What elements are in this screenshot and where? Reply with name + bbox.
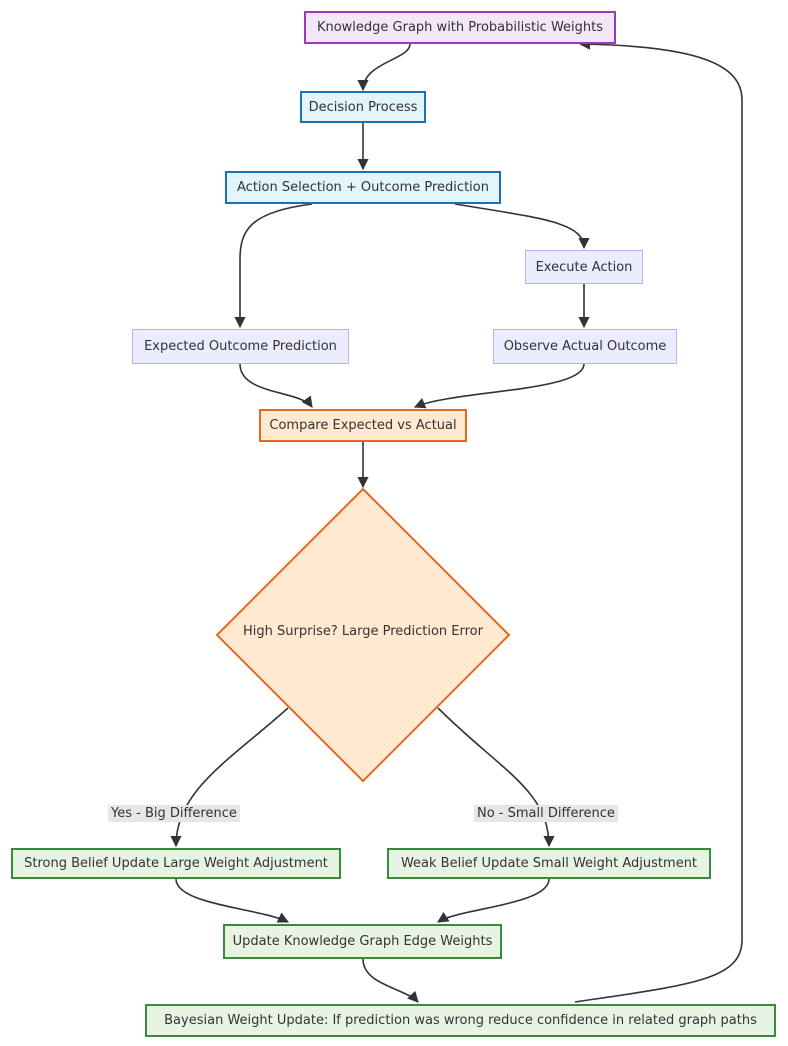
edge-bayesian-to-kg (574, 38, 743, 1003)
edge-updatekg-to-bayesian (362, 958, 419, 1003)
node-observe-outcome: Observe Actual Outcome (493, 329, 677, 364)
edge-diamond-to-weak (437, 707, 555, 848)
edge-weak-to-updatekg (437, 878, 550, 923)
edge-strong-to-updatekg (175, 878, 290, 923)
node-strong-update: Strong Belief Update Large Weight Adjust… (11, 848, 341, 879)
node-execute-action: Execute Action (525, 250, 643, 284)
node-action-selection: Action Selection + Outcome Prediction (225, 171, 501, 204)
edge-label-yes: Yes - Big Difference (108, 805, 240, 822)
edge-action-to-expected (234, 203, 313, 329)
node-knowledge-graph: Knowledge Graph with Probabilistic Weigh… (304, 11, 616, 44)
node-high-surprise-label: High Surprise? Large Prediction Error (243, 624, 483, 639)
edge-observe-to-compare (413, 363, 585, 409)
node-bayesian-update: Bayesian Weight Update: If prediction wa… (145, 1004, 776, 1037)
edge-kg-to-decision (357, 43, 411, 92)
node-decision-process: Decision Process (300, 91, 426, 123)
decision-diamond-shape (215, 487, 511, 783)
edge-diamond-to-strong (170, 707, 289, 848)
edge-expected-to-compare (239, 363, 313, 408)
node-expected-outcome: Expected Outcome Prediction (132, 329, 349, 364)
node-compare: Compare Expected vs Actual (259, 409, 467, 442)
node-weak-update: Weak Belief Update Small Weight Adjustme… (387, 848, 711, 879)
edge-label-no: No - Small Difference (474, 805, 618, 822)
node-update-kg: Update Knowledge Graph Edge Weights (223, 924, 502, 959)
edge-action-to-execute (454, 203, 590, 250)
